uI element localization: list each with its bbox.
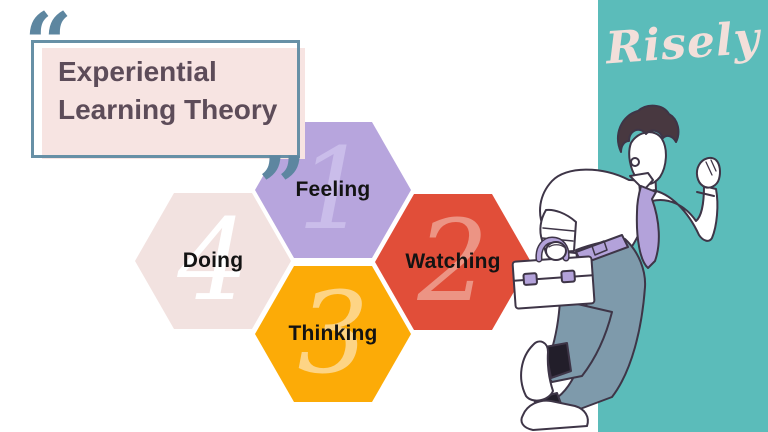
briefcase-handle [536, 238, 569, 261]
hexagon-watching: 2 Watching [375, 194, 531, 330]
hexagon-feeling: 1 Feeling [255, 122, 411, 258]
hexagon-number-4: 4 [177, 196, 249, 326]
hexagon-number-2: 2 [417, 197, 489, 327]
hexagon-label-watching: Watching [405, 250, 501, 273]
close-quote-icon: ” [258, 138, 307, 237]
shoe [520, 340, 554, 402]
hexagon-number-1: 1 [297, 125, 369, 255]
hexagon-thinking: 3 Thinking [255, 266, 411, 402]
title-line-1: Experiential [58, 56, 217, 87]
open-quote-icon: “ [24, 0, 73, 93]
title-background-box [42, 48, 305, 159]
sock [544, 342, 572, 379]
title-line-2: Learning Theory [58, 94, 278, 125]
page-title: Experiential Learning Theory [58, 53, 277, 129]
title-border-box [31, 40, 300, 158]
hexagon-label-doing: Doing [182, 249, 244, 272]
hexagon-number-3: 3 [297, 269, 369, 399]
shoe [520, 399, 589, 431]
gripping-hand [545, 241, 567, 261]
hexagon-label-feeling: Feeling [295, 178, 371, 201]
hexagon-label-thinking: Thinking [288, 322, 378, 345]
sock [533, 392, 564, 418]
